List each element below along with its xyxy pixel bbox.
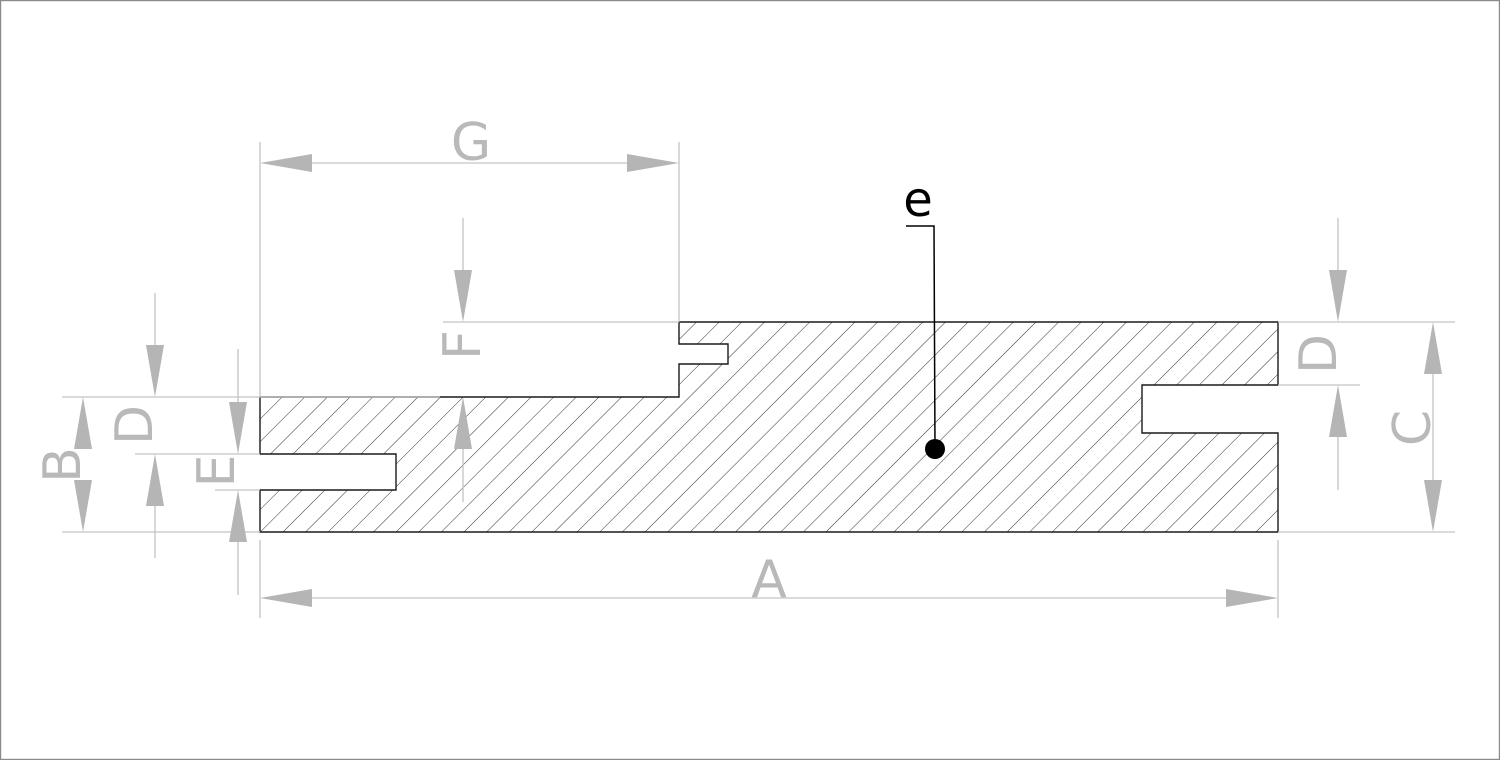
board-profile <box>259 321 1279 533</box>
dimension-d-right: D <box>1289 218 1349 490</box>
dimension-c: C <box>1383 322 1443 532</box>
dimension-a: A <box>259 540 1279 618</box>
label-b: B <box>33 447 93 483</box>
label-callout-e: e <box>903 172 933 228</box>
label-d-left: D <box>105 405 165 445</box>
dimension-g: G <box>259 113 680 397</box>
label-g: G <box>451 113 491 173</box>
callout-dot <box>925 439 945 459</box>
label-d-right: D <box>1289 334 1349 374</box>
label-c: C <box>1383 410 1443 446</box>
label-a: A <box>751 550 787 610</box>
label-e: E <box>187 455 247 488</box>
callout-e: e <box>903 172 945 459</box>
dimension-e: E <box>187 349 247 595</box>
label-f: F <box>433 330 493 360</box>
dimension-d-left: D <box>105 293 165 558</box>
dimension-f: F <box>433 218 679 502</box>
dimension-b: B <box>33 397 93 532</box>
